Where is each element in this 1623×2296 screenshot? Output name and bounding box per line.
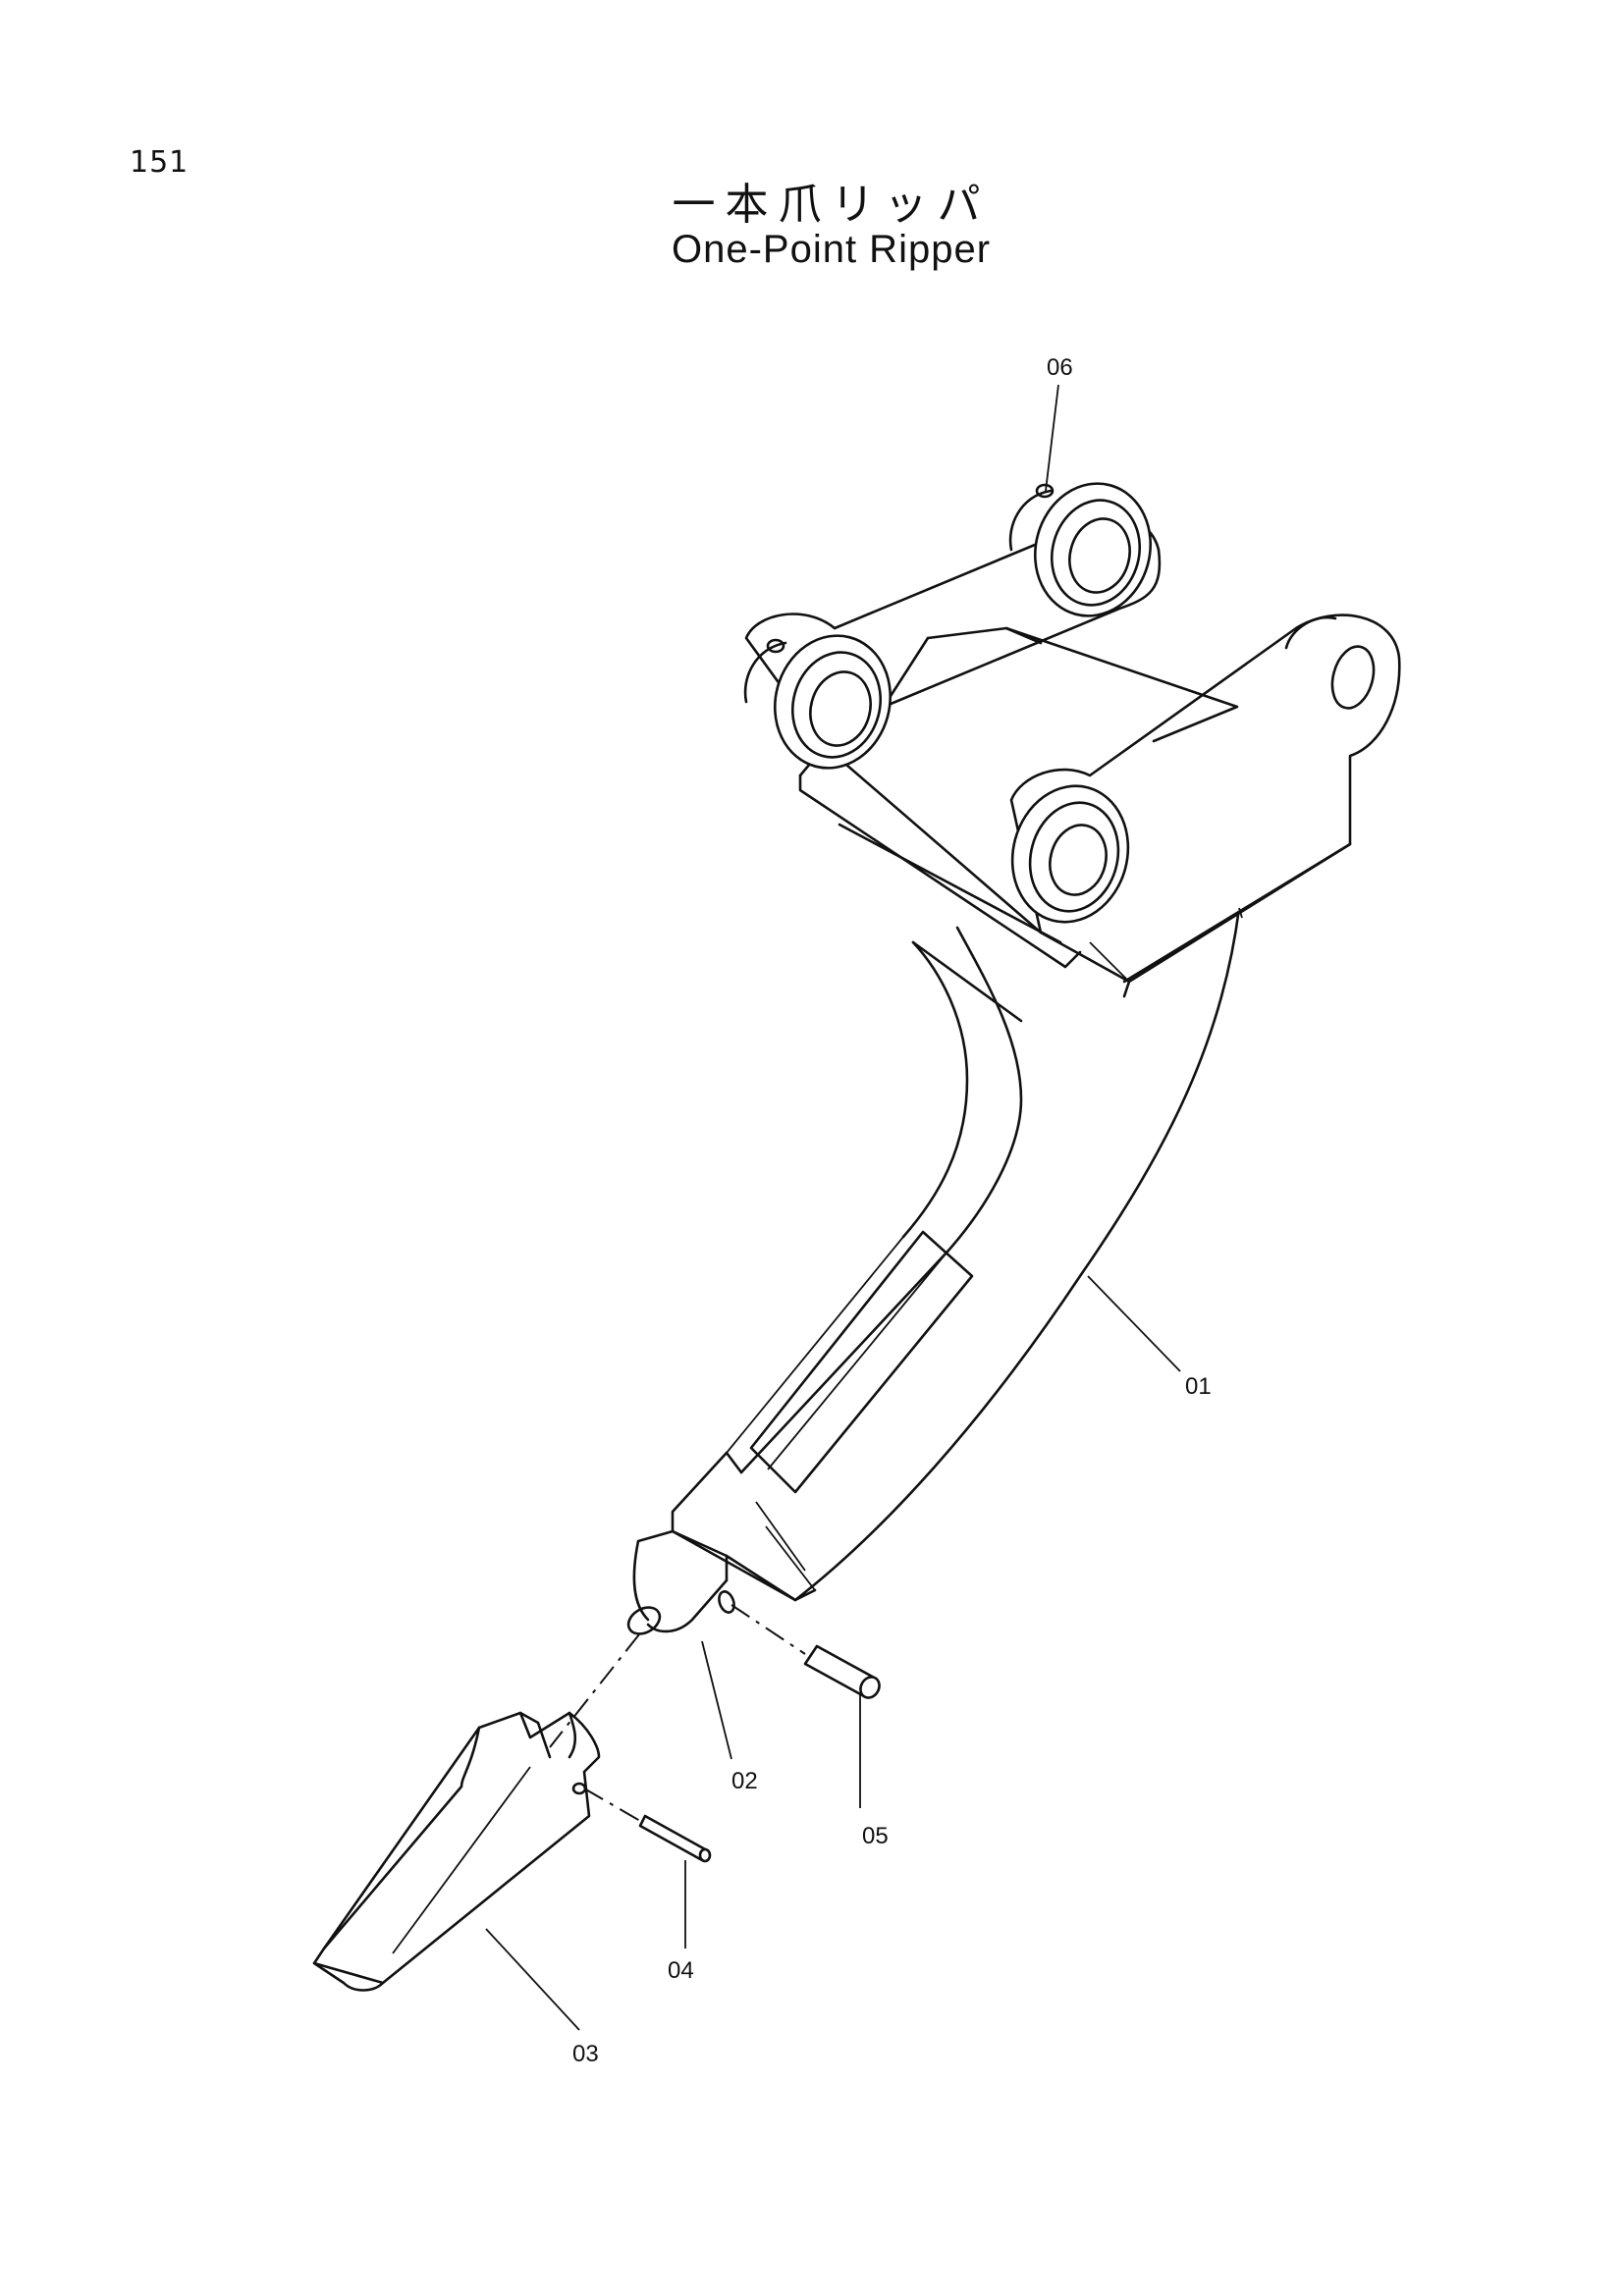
title-japanese: 一本爪リッパ <box>672 180 991 230</box>
callout-06: 06 <box>1047 354 1073 381</box>
callout-01: 01 <box>1185 1373 1212 1400</box>
ripper-tooth <box>312 1711 601 1992</box>
bushing-upper <box>1008 482 1153 617</box>
ripper-shank <box>626 906 1241 1635</box>
title-english: One-Point Ripper <box>671 228 992 271</box>
callout-03: 03 <box>572 2041 599 2067</box>
tooth-pin <box>638 1814 712 1863</box>
callout-04: 04 <box>668 1957 694 1984</box>
callout-05: 05 <box>862 1823 889 1849</box>
page-number: 151 <box>130 145 189 180</box>
nose-pin <box>803 1644 881 1699</box>
bushing-left <box>743 634 893 770</box>
callout-02: 02 <box>731 1768 758 1794</box>
bushing-right <box>1010 784 1130 924</box>
